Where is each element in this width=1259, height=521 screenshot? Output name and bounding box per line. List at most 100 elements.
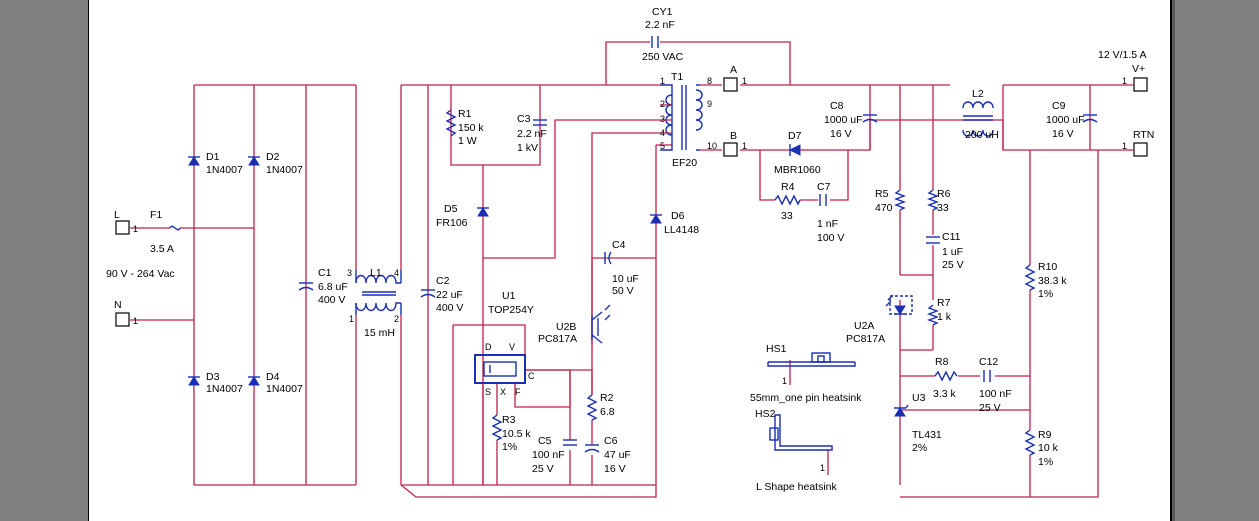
f1-value: 3.5 A <box>150 243 174 255</box>
ic-u1-symbol <box>474 354 526 384</box>
r6-ref: R6 <box>937 188 951 200</box>
schematic-sheet <box>89 0 1170 521</box>
conn-n-pin: 1 <box>133 316 138 326</box>
c8-value: 1000 uF <box>824 114 863 126</box>
diode-d6-symbol <box>650 214 662 224</box>
r9-value: 10 k <box>1038 442 1059 454</box>
inductor-l2-symbol <box>962 101 994 137</box>
u2b-ref: U2B <box>556 321 576 333</box>
c3-ref: C3 <box>517 113 531 125</box>
t1-pin-3: 3 <box>660 114 665 124</box>
connector-b-pin <box>723 142 738 157</box>
capacitor-c11-symbol <box>926 236 940 244</box>
conn-b-ref: B <box>730 130 737 142</box>
hs1-desc: 55mm_one pin heatsink <box>750 392 862 404</box>
r5-value: 470 <box>875 202 893 214</box>
connector-a-pin <box>723 77 738 92</box>
r5-ref: R5 <box>875 188 889 200</box>
c5-rating: 25 V <box>532 463 554 475</box>
d6-part: LL4148 <box>664 224 699 236</box>
r3-ref: R3 <box>502 414 516 426</box>
r8-value: 3.3 k <box>933 388 957 400</box>
u1-pin-c: C <box>528 371 535 381</box>
c6-value: 47 uF <box>604 449 631 461</box>
u1-ref: U1 <box>502 290 516 302</box>
c7-ref: C7 <box>817 181 831 193</box>
resistor-r3-symbol <box>491 414 503 441</box>
r10-tolerance: 1% <box>1038 288 1053 300</box>
c12-ref: C12 <box>979 356 998 368</box>
f1-ref: F1 <box>150 209 162 221</box>
heatsink-hs2-symbol <box>769 414 833 451</box>
c11-rating: 25 V <box>942 259 964 271</box>
u1-pin-d: D <box>485 342 492 352</box>
d3-ref: D3 <box>206 371 220 383</box>
cy1-ref: CY1 <box>652 6 673 18</box>
c8-rating: 16 V <box>830 128 852 140</box>
r2-value: 6.8 <box>600 406 615 418</box>
c7-value: 1 nF <box>817 218 838 230</box>
d2-part: 1N4007 <box>266 164 303 176</box>
c12-value: 100 nF <box>979 388 1012 400</box>
c5-value: 100 nF <box>532 449 565 461</box>
heatsink-hs1-symbol <box>767 352 856 367</box>
u1-part: TOP254Y <box>488 304 534 316</box>
hs1-pin: 1 <box>782 376 787 386</box>
conn-a-ref: A <box>730 64 737 76</box>
diode-d4-symbol <box>248 376 260 386</box>
c6-rating: 16 V <box>604 463 626 475</box>
resistor-r9-symbol <box>1024 429 1036 456</box>
connector-l-pin <box>115 220 130 235</box>
u2a-ref: U2A <box>854 320 874 332</box>
t1-pin-5: 5 <box>660 141 665 151</box>
c9-rating: 16 V <box>1052 128 1074 140</box>
resistor-r10-symbol <box>1024 264 1036 291</box>
diode-d7-symbol <box>788 144 810 156</box>
r3-tolerance: 1% <box>502 441 517 453</box>
l1-value: 15 mH <box>364 327 395 339</box>
u2b-part: PC817A <box>538 333 577 345</box>
u3-ref: U3 <box>912 392 926 404</box>
connector-n-pin <box>115 312 130 327</box>
conn-n-ref: N <box>114 299 122 311</box>
t1-pin-2: 2 <box>660 99 665 109</box>
fuse-f1-symbol <box>169 225 181 231</box>
r1-value: 150 k <box>458 122 484 134</box>
c11-value: 1 uF <box>942 246 963 258</box>
capacitor-c8-symbol <box>862 114 878 123</box>
r3-value: 10.5 k <box>502 428 531 440</box>
capacitor-c1-symbol <box>298 282 314 291</box>
sheet-left-border <box>88 0 89 521</box>
r4-value: 33 <box>781 210 793 222</box>
d1-part: 1N4007 <box>206 164 243 176</box>
d4-part: 1N4007 <box>266 383 303 395</box>
connector-rtn-pin <box>1133 142 1148 157</box>
transformer-t1-symbol <box>660 84 703 151</box>
t1-pin-4: 4 <box>660 128 665 138</box>
c9-ref: C9 <box>1052 100 1066 112</box>
d6-ref: D6 <box>671 210 685 222</box>
conn-vplus-pin: 1 <box>1122 76 1127 86</box>
c2-ref: C2 <box>436 275 450 287</box>
conn-a-pin: 1 <box>742 76 747 86</box>
capacitor-c6-symbol <box>584 444 600 453</box>
capacitor-c3-symbol <box>533 119 547 126</box>
l1-ref: L1 <box>370 267 382 279</box>
c6-ref: C6 <box>604 435 618 447</box>
c4-ref: C4 <box>612 239 626 251</box>
resistor-r2-symbol <box>586 394 598 421</box>
c4-rating: 50 V <box>612 285 634 297</box>
capacitor-c7-symbol <box>819 194 827 206</box>
u2a-part: PC817A <box>846 333 885 345</box>
conn-l-ref: L <box>114 209 120 221</box>
capacitor-c9-symbol <box>1082 114 1098 123</box>
r6-value: 33 <box>937 202 949 214</box>
t1-ref: T1 <box>671 71 683 83</box>
t1-pin-9: 9 <box>707 99 712 109</box>
u3-tolerance: 2% <box>912 442 927 454</box>
resistor-r4-symbol <box>774 194 801 206</box>
diode-d2-symbol <box>248 156 260 166</box>
r9-tolerance: 1% <box>1038 456 1053 468</box>
r4-ref: R4 <box>781 181 795 193</box>
c1-ref: C1 <box>318 267 332 279</box>
